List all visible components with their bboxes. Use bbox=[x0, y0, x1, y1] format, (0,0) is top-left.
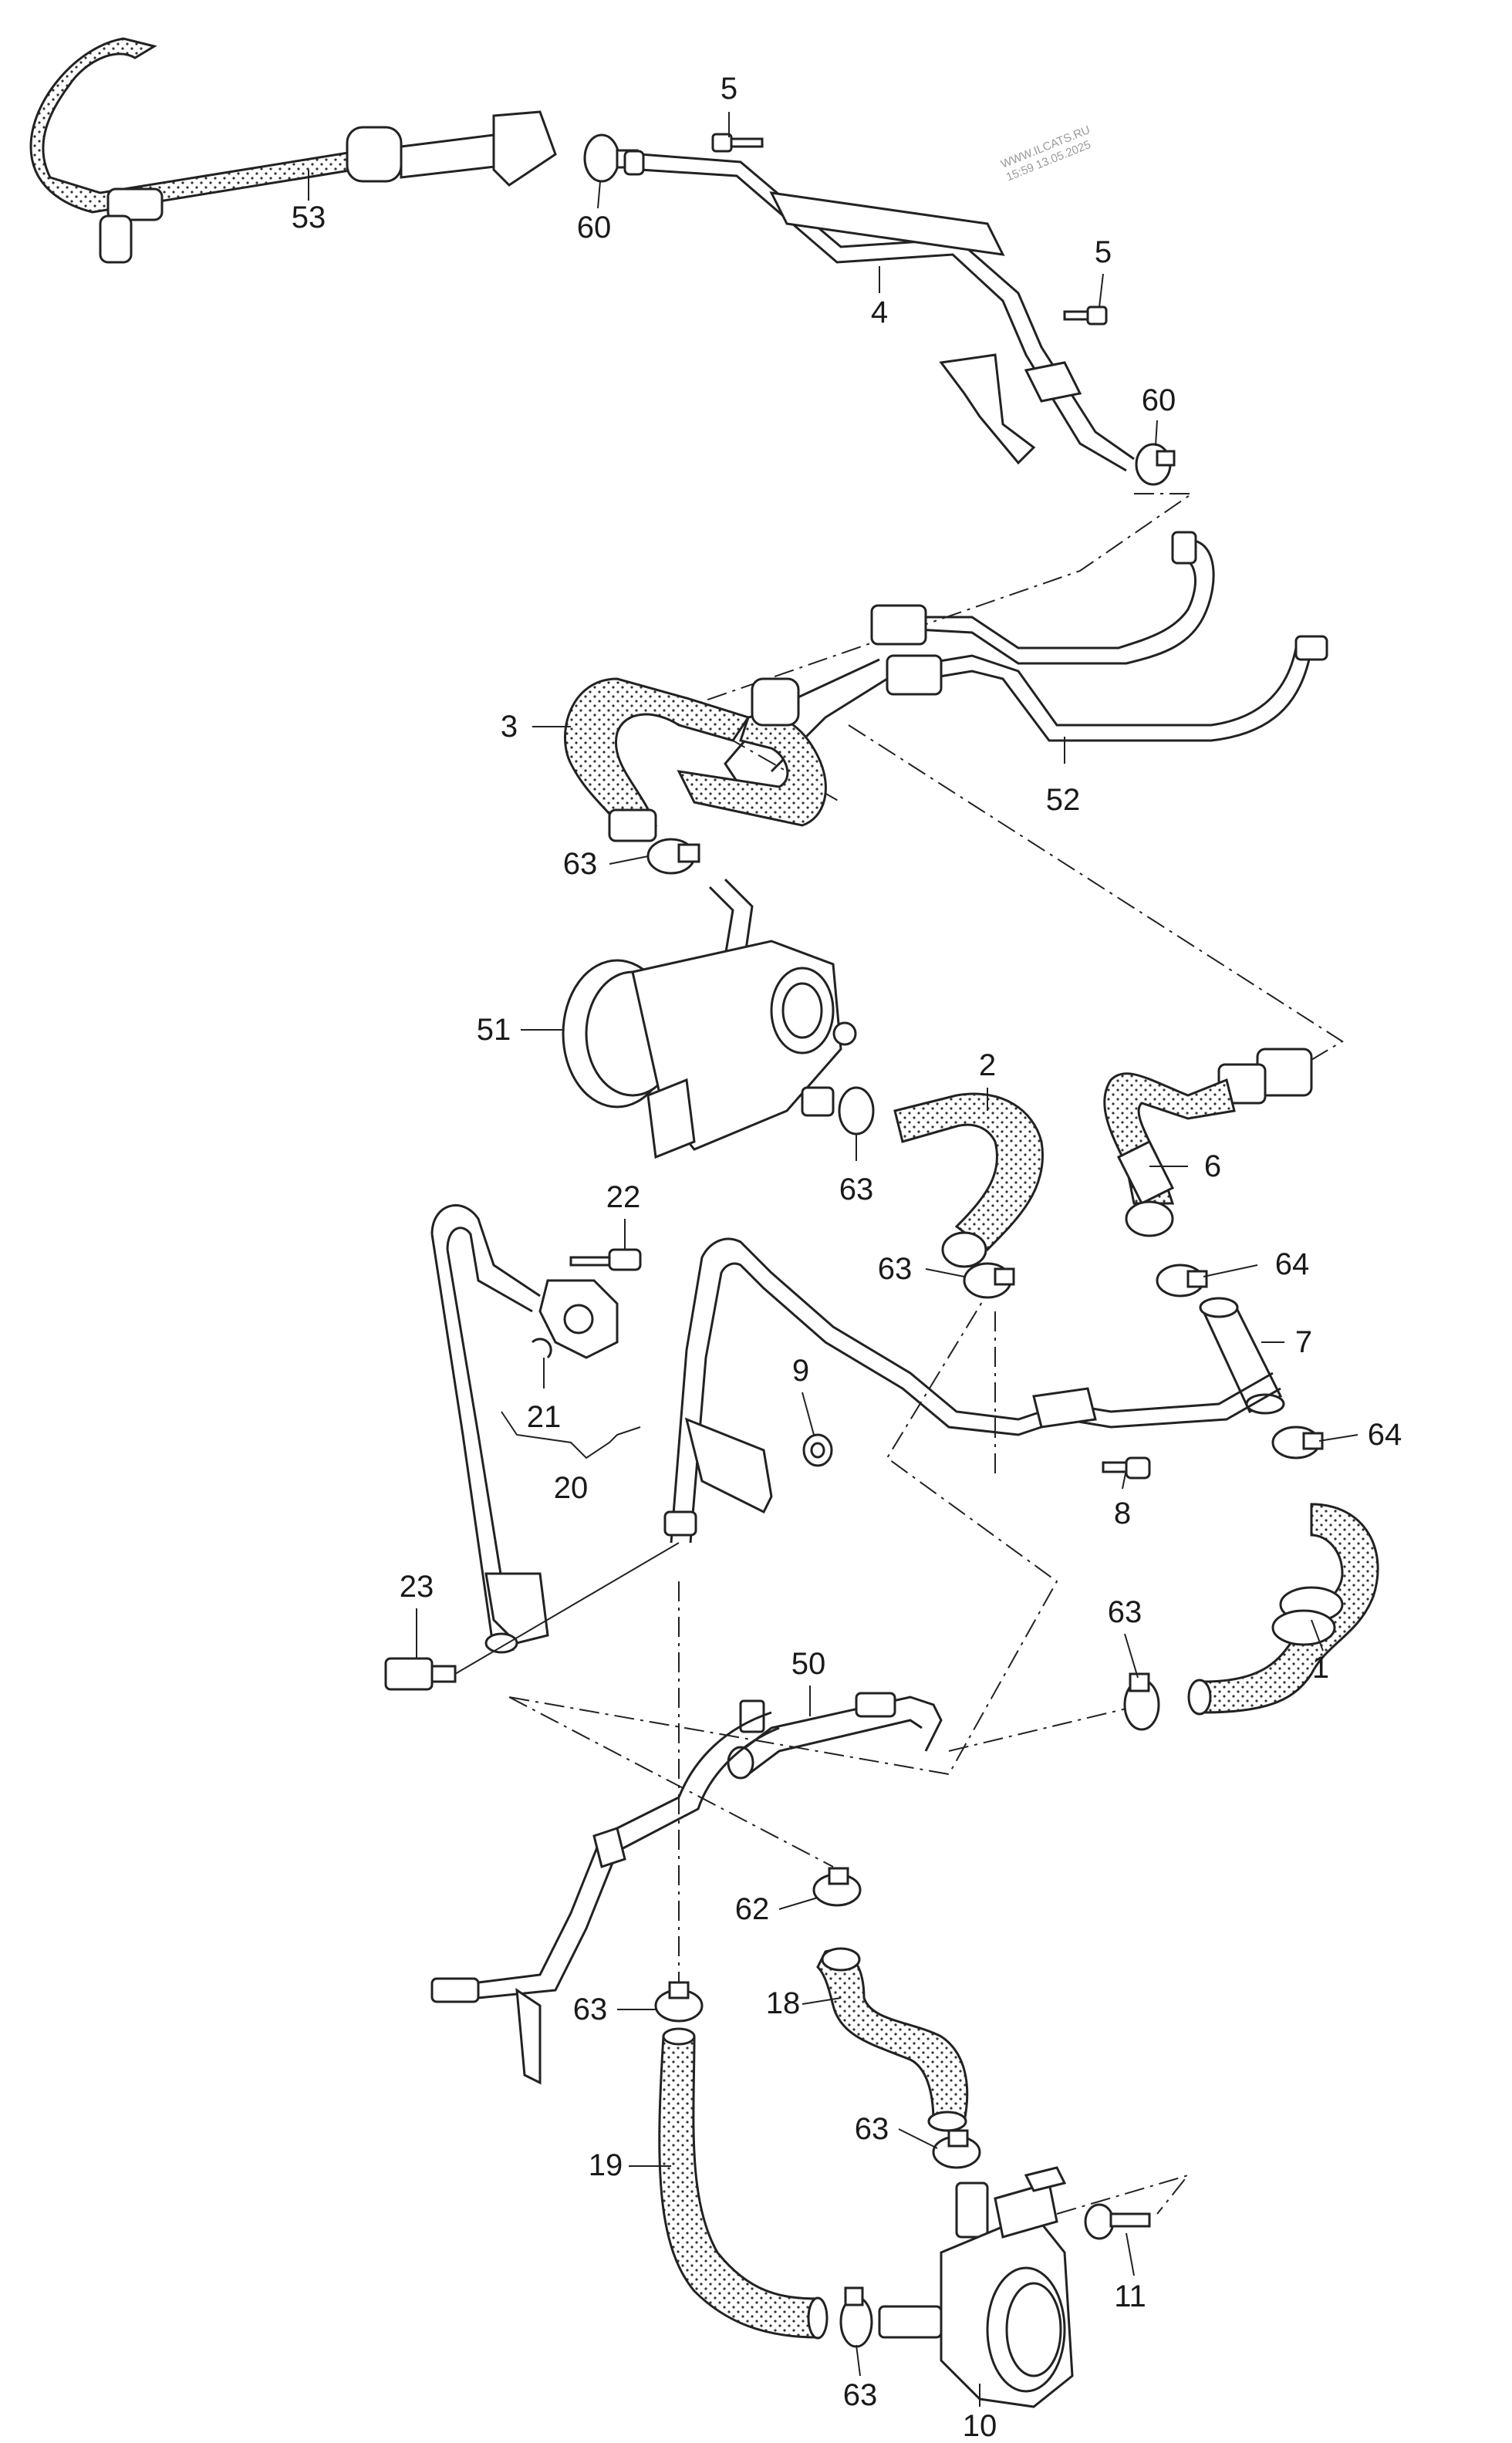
hose-18 bbox=[816, 1947, 969, 2132]
callout-6: 6 bbox=[1204, 1149, 1221, 1183]
clamp-63-b bbox=[963, 1262, 1015, 1299]
callout-19: 19 bbox=[589, 2148, 623, 2182]
bracket-20 bbox=[501, 1248, 642, 1459]
callout-21: 21 bbox=[527, 1400, 562, 1434]
callout-18: 18 bbox=[766, 1986, 801, 2020]
callout-63-b: 63 bbox=[839, 1173, 874, 1206]
pipe-8 bbox=[663, 1237, 1281, 1544]
hose-53 bbox=[29, 37, 557, 264]
clamp-64-upper bbox=[1156, 1264, 1208, 1297]
callout-11: 11 bbox=[1114, 2279, 1146, 2313]
leader-lines bbox=[308, 112, 1358, 2407]
callout-20: 20 bbox=[554, 1471, 589, 1505]
hose-2 bbox=[801, 1086, 1044, 1268]
hose-1 bbox=[1187, 1503, 1379, 1716]
callout-9: 9 bbox=[792, 1354, 809, 1388]
callout-3: 3 bbox=[501, 710, 518, 744]
hose-19 bbox=[658, 2027, 829, 2340]
tube-7 bbox=[1199, 1297, 1285, 1415]
callout-64-upper: 64 bbox=[1275, 1247, 1310, 1281]
clamp-63-e bbox=[654, 1981, 704, 2023]
callout-63-e: 63 bbox=[573, 1993, 608, 2026]
clamp-63-d bbox=[1123, 1672, 1160, 1731]
pipe-4 bbox=[623, 150, 1135, 472]
callout-62: 62 bbox=[735, 1892, 770, 1926]
callout-63-c: 63 bbox=[878, 1252, 913, 1286]
callout-60-right: 60 bbox=[1142, 383, 1176, 417]
callout-4: 4 bbox=[871, 295, 888, 329]
clamp-64-lower bbox=[1271, 1426, 1324, 1459]
clamp-63-f bbox=[932, 2129, 981, 2169]
coolant-pump-10 bbox=[878, 2166, 1074, 2408]
hose-3 bbox=[564, 677, 827, 842]
valve-housing-51 bbox=[562, 878, 857, 1159]
callout-52: 52 bbox=[1046, 783, 1081, 817]
clamp-60-right bbox=[1135, 443, 1176, 486]
clamp-63-a bbox=[646, 838, 700, 875]
bolt-5-top bbox=[711, 133, 764, 153]
callout-labels: 53 5 60 4 5 60 3 52 63 51 2 63 6 22 63 6… bbox=[292, 72, 1402, 2443]
callout-64-lower: 64 bbox=[1368, 1418, 1402, 1452]
pipe-left-vertical bbox=[430, 1204, 549, 1654]
pipe-50 bbox=[727, 1692, 943, 1780]
bolt-5-right bbox=[1063, 305, 1108, 326]
callout-63-d: 63 bbox=[1108, 1595, 1142, 1629]
bolt-11 bbox=[1084, 2203, 1151, 2240]
callout-5-top: 5 bbox=[721, 72, 737, 106]
callout-5-right: 5 bbox=[1095, 235, 1112, 269]
callout-23: 23 bbox=[400, 1570, 434, 1604]
callout-51: 51 bbox=[477, 1013, 511, 1047]
callout-7: 7 bbox=[1295, 1325, 1312, 1359]
hose-6 bbox=[1103, 1048, 1313, 1237]
callout-10: 10 bbox=[963, 2409, 997, 2443]
callout-8: 8 bbox=[1114, 1497, 1131, 1530]
callout-53: 53 bbox=[292, 201, 326, 235]
callout-60-top: 60 bbox=[577, 211, 612, 245]
callout-2: 2 bbox=[979, 1048, 996, 1082]
clamp-63-g bbox=[839, 2286, 873, 2348]
pipe-lower-left bbox=[430, 1711, 780, 2085]
callout-22: 22 bbox=[606, 1180, 641, 1214]
nut-9 bbox=[802, 1433, 833, 1467]
callout-50: 50 bbox=[791, 1647, 826, 1681]
callout-1: 1 bbox=[1312, 1651, 1329, 1685]
bolt-23 bbox=[384, 1542, 680, 1691]
pipe-52 bbox=[724, 531, 1328, 804]
callout-63-g: 63 bbox=[843, 2378, 878, 2412]
clamp-62 bbox=[812, 1867, 862, 1907]
callout-63-a: 63 bbox=[563, 847, 598, 881]
watermark: WWW.ILCATS.RU 15:59 13.05.2025 bbox=[999, 123, 1092, 184]
connection-lines bbox=[508, 493, 1344, 2215]
callout-63-f: 63 bbox=[855, 2112, 889, 2146]
